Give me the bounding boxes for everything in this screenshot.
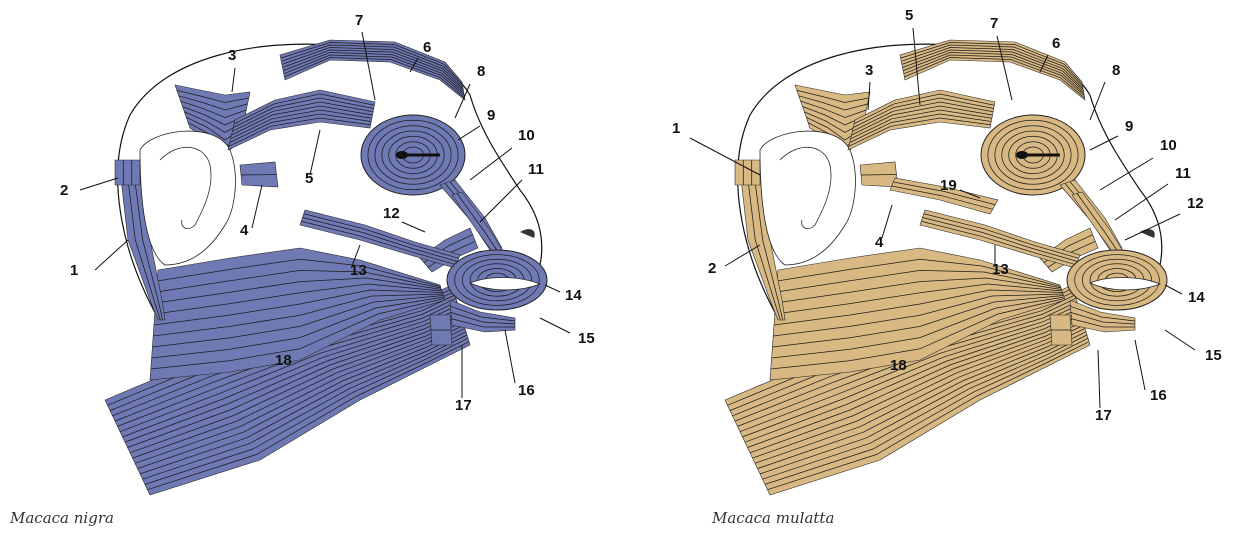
label-13: 13 <box>350 262 367 279</box>
label-18: 18 <box>890 357 907 374</box>
label-14: 14 <box>565 287 582 304</box>
leader-line-3 <box>232 68 235 92</box>
label-18: 18 <box>275 352 292 369</box>
leader-line-4 <box>252 185 262 228</box>
leader-line-5 <box>310 130 320 175</box>
leader-line-11 <box>480 180 522 222</box>
label-16: 16 <box>518 382 535 399</box>
label-5: 5 <box>305 170 313 187</box>
label-1: 1 <box>70 262 78 279</box>
label-5: 5 <box>905 7 913 24</box>
leader-line-1 <box>690 138 760 175</box>
muscle-17 <box>1050 315 1072 345</box>
label-7: 7 <box>355 12 363 29</box>
leader-line-2 <box>80 178 118 190</box>
label-6: 6 <box>423 39 431 56</box>
ear-region <box>760 131 855 265</box>
nostril <box>520 229 535 238</box>
label-9: 9 <box>1125 118 1133 135</box>
leader-line-14 <box>1165 285 1182 294</box>
leader-line-16 <box>505 330 515 383</box>
label-19: 19 <box>940 177 957 194</box>
label-12: 12 <box>1187 195 1204 212</box>
leader-line-10 <box>1100 158 1153 190</box>
muscle-17 <box>430 315 452 345</box>
label-7: 7 <box>990 15 998 32</box>
muscle-6 <box>280 40 465 100</box>
muscle-4 <box>240 162 278 187</box>
muscle-2 <box>115 160 140 185</box>
leader-line-17 <box>1098 350 1100 408</box>
muscle-5 <box>848 90 995 150</box>
leader-line-4 <box>882 205 892 238</box>
caption-macaca-nigra: Macaca nigra <box>10 509 114 527</box>
label-3: 3 <box>865 62 873 79</box>
nostril <box>1140 229 1155 238</box>
caption-macaca-mulatta: Macaca mulatta <box>712 509 834 527</box>
label-15: 15 <box>578 330 595 347</box>
label-4: 4 <box>875 234 884 251</box>
label-4: 4 <box>240 222 249 239</box>
label-9: 9 <box>487 107 495 124</box>
label-10: 10 <box>518 127 535 144</box>
label-2: 2 <box>60 182 68 199</box>
label-11: 11 <box>1175 165 1191 182</box>
leader-line-10 <box>470 148 512 180</box>
eye <box>1016 151 1028 159</box>
ear-region <box>140 131 235 265</box>
label-17: 17 <box>1095 407 1112 424</box>
leader-line-11 <box>1115 184 1168 220</box>
label-3: 3 <box>228 47 236 64</box>
leader-line-14 <box>545 285 560 292</box>
muscle-5 <box>228 90 375 150</box>
label-11: 11 <box>528 161 544 178</box>
leader-line-1 <box>95 240 128 270</box>
label-12: 12 <box>383 205 400 222</box>
leader-line-9 <box>458 126 480 140</box>
label-8: 8 <box>1112 62 1120 79</box>
label-15: 15 <box>1205 347 1222 364</box>
muscle-4 <box>860 162 898 187</box>
label-1: 1 <box>672 120 680 137</box>
label-14: 14 <box>1188 289 1205 306</box>
label-16: 16 <box>1150 387 1167 404</box>
eye <box>396 151 408 159</box>
leader-line-15 <box>1165 330 1195 350</box>
leader-line-16 <box>1135 340 1145 390</box>
leader-line-15 <box>540 318 570 333</box>
label-2: 2 <box>708 260 716 277</box>
label-13: 13 <box>992 261 1009 278</box>
label-6: 6 <box>1052 35 1060 52</box>
leader-line-12 <box>402 222 425 232</box>
label-17: 17 <box>455 397 472 414</box>
label-8: 8 <box>477 63 485 80</box>
label-10: 10 <box>1160 137 1177 154</box>
